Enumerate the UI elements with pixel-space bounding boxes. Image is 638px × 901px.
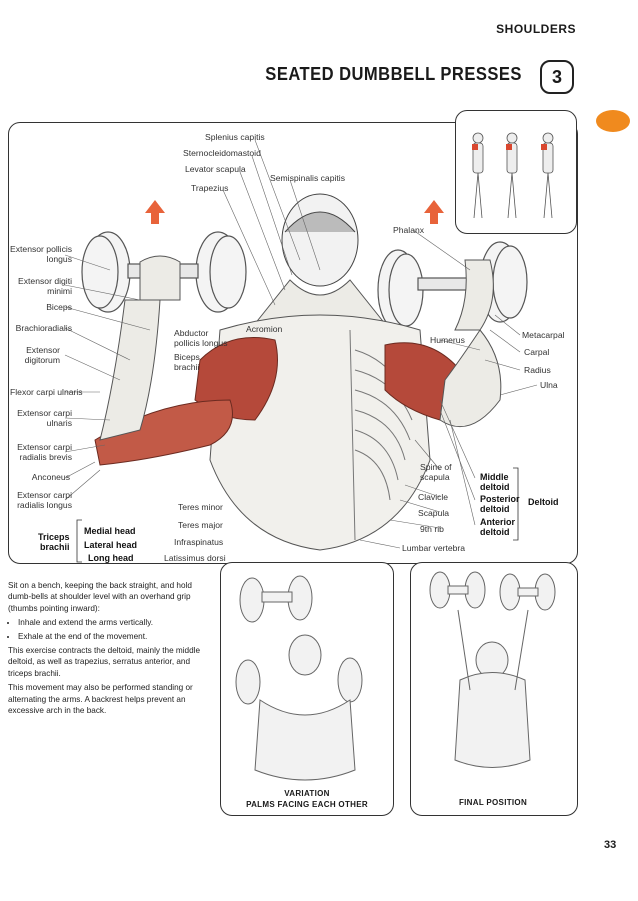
left-triceps-muscle [94,399,233,466]
label-extensor-digiti-minimi: Extensor digiti minimi [18,276,72,296]
label-latissimus-dorsi: Latissimus dorsi [164,553,226,563]
up-arrow-left-icon [145,200,165,224]
label-medial-head: Medial head [84,526,136,536]
variation-drawing [235,575,363,781]
label-lumbar-vertebra: Lumbar vertebra [402,543,466,553]
deltoid-bracket [513,467,519,541]
instructions-intro: Sit on a bench, keeping the back straigh… [8,581,192,613]
label-humerus: Humerus [430,335,465,345]
right-dumbbell [377,241,528,331]
label-sternocleidomastoid: Sternocleidomastoid [183,148,261,158]
label-teres-major: Teres major [178,520,223,530]
chapter-number-badge: 3 [540,60,574,94]
right-leader-lines [359,229,538,549]
label-extensor-carpi-radialis-longus: Extensor carpi radialis longus [17,490,72,510]
instruction-step: Exhale at the end of the movement. [18,631,213,642]
page-number: 33 [604,839,617,851]
label-scapula: Scapula [418,508,450,518]
instructions-text: Sit on a bench, keeping the back straigh… [8,580,213,719]
label-lateral-head: Lateral head [84,540,138,550]
label-phalanx: Phalanx [393,225,425,235]
triceps-bracket [76,519,82,563]
section-color-tab [596,110,630,132]
top-leader-lines [222,139,321,306]
label-splenius-capitis: Splenius capitis [205,132,265,142]
label-abductor-pollicis-longus: Abductor pollicis longus [174,328,228,348]
label-biceps-brachii: Biceps brachii [174,352,200,372]
label-infraspinatus: Infraspinatus [174,537,224,547]
instructions-muscles: This exercise contracts the deltoid, mai… [8,646,201,678]
label-long-head: Long head [88,553,134,563]
page-title: SEATED DUMBBELL PRESSES [265,64,522,84]
label-radius: Radius [524,365,551,375]
label-clavicle: Clavicle [418,492,449,502]
label-teres-minor: Teres minor [178,502,223,512]
label-spine-of-scapula: Spine of scapula [420,462,452,482]
label-metacarpal: Metacarpal [522,330,565,340]
label-posterior-deltoid: Posterior deltoid [480,494,520,514]
label-ulna: Ulna [540,380,558,390]
variation-caption: VARIATION PALMS FACING EACH OTHER [246,789,368,809]
final-drawing [429,571,556,768]
instructions-variations: This movement may also be performed stan… [8,683,193,716]
instructions-steps: Inhale and extend the arms vertically. E… [8,617,213,642]
label-semispinalis-capitis: Semispinalis capitis [270,173,345,183]
label-anterior-deltoid: Anterior deltoid [480,517,516,537]
head-figure [281,193,359,287]
label-acromion: Acromion [246,324,283,334]
final-position-caption: FINAL POSITION [458,798,528,807]
label-brachioradialis: Brachioradialis [15,323,72,333]
label-extensor-pollicis-longus: Extensor pollicis longus [10,244,73,264]
label-levator-scapula: Levator scapula [185,164,246,174]
label-triceps-brachii: Triceps brachii [38,532,70,552]
instruction-step: Inhale and extend the arms vertically. [18,617,213,628]
label-extensor-carpi-ulnaris: Extensor carpi ulnaris [17,408,72,428]
label-flexor-carpi-ulnaris: Flexor carpi ulnaris [10,387,83,397]
thumbnail-figures [472,132,554,219]
label-deltoid-group: Deltoid [528,497,559,507]
label-anconeus: Anconeus [31,472,70,482]
label-extensor-carpi-radialis-brevis: Extensor carpi radialis brevis [17,442,72,462]
right-upper-arm [439,329,502,428]
label-trapezius: Trapezius [191,183,229,193]
label-9th-rib: 9th rib [420,524,444,534]
left-hand [139,255,181,301]
label-middle-deltoid: Middle deltoid [480,472,510,492]
up-arrow-right-icon [424,200,444,224]
label-carpal: Carpal [524,347,550,357]
label-extensor-digitorum: Extensor digitorum [24,345,60,365]
left-leader-lines [64,254,151,501]
label-biceps-left: Biceps [46,302,72,312]
section-heading: SHOULDERS [496,22,576,36]
right-forearm [454,259,494,331]
